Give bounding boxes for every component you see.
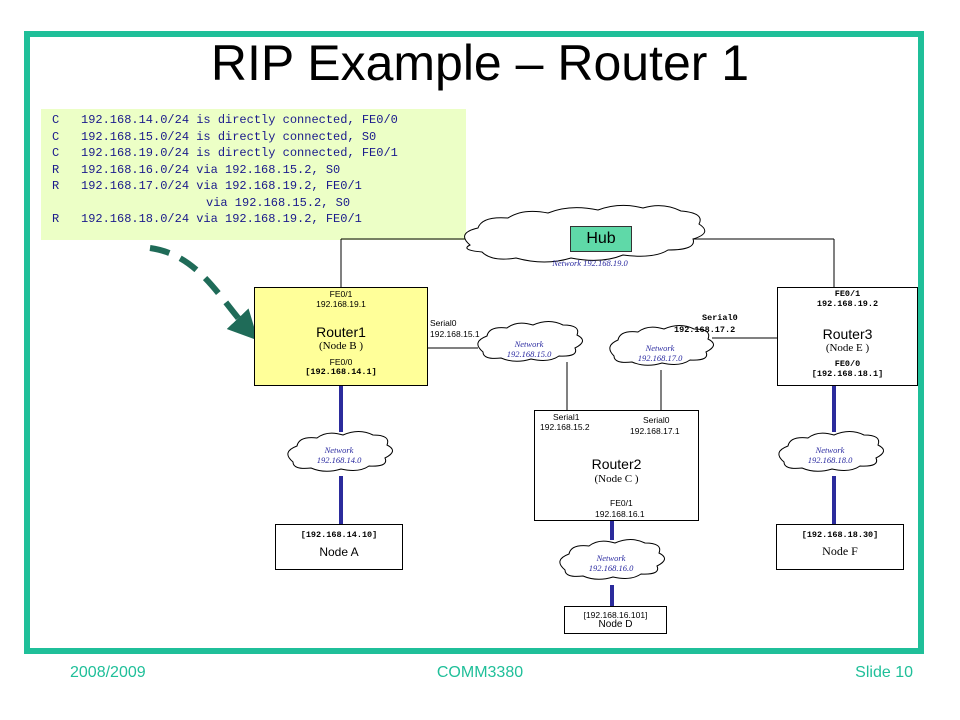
network-label: Network 192.168.15.0 xyxy=(506,339,552,359)
interface-label: FE0/0 xyxy=(834,359,861,369)
routing-row: C 192.168.19.0/24 is directly connected, … xyxy=(41,145,466,162)
routing-row: R 192.168.16.0/24 via 192.168.15.2, S0 xyxy=(41,162,466,179)
serial-label: Serial0 xyxy=(430,318,457,328)
route-text: 192.168.18.0/24 via 192.168.19.2, FE0/1 xyxy=(81,212,362,226)
route-code: C xyxy=(52,113,60,127)
route-code: R xyxy=(52,162,60,177)
slide-title: RIP Example – Router 1 xyxy=(210,35,750,91)
node-d-box: [192.168.16.101] Node D xyxy=(564,606,667,634)
footer-date: 2008/2009 xyxy=(70,664,146,681)
interface-label: FE0/1 xyxy=(329,289,353,299)
footer-course: COMM3380 xyxy=(436,664,524,681)
interface-label: FE0/0 xyxy=(329,357,353,367)
interface-label: Serial0 xyxy=(643,415,670,425)
node-label: (Node E ) xyxy=(825,342,870,354)
router-name: Router2 xyxy=(591,456,642,472)
route-code: R xyxy=(52,212,60,226)
route-text: 192.168.15.0/24 is directly connected, S… xyxy=(81,129,377,144)
node-name: Node D xyxy=(598,619,633,630)
hub-label: Hub xyxy=(570,226,632,252)
node-ip: [192.168.16.101] xyxy=(583,610,648,620)
interface-ip: [192.168.18.1] xyxy=(811,369,884,379)
node-a-box: [192.168.14.10] Node A xyxy=(275,524,403,570)
routing-row: R 192.168.17.0/24 via 192.168.19.2, FE0/1 xyxy=(41,178,466,195)
node-name: Node A xyxy=(319,545,359,559)
cloud-network-14 xyxy=(287,431,393,472)
node-ip: [192.168.14.10] xyxy=(300,530,378,540)
node-name: Node F xyxy=(822,544,858,558)
footer-slide-number: Slide 10 xyxy=(855,664,913,681)
routing-row: via 192.168.15.2, S0 xyxy=(41,195,466,212)
interface-label: Serial1 xyxy=(553,412,580,422)
cloud-network-15 xyxy=(477,321,583,362)
route-text: via 192.168.15.2, S0 xyxy=(206,195,351,210)
serial-label: Serial0 xyxy=(702,313,738,323)
network-label: Network 192.168.17.0 xyxy=(637,343,683,363)
node-label: (Node B ) xyxy=(319,340,363,352)
node-ip: [192.168.18.30] xyxy=(801,530,879,540)
interface-ip: 192.168.17.1 xyxy=(630,426,680,436)
serial-ip: 192.168.15.1 xyxy=(430,329,480,339)
interface-ip: 192.168.15.2 xyxy=(540,422,590,432)
routing-row: C 192.168.15.0/24 is directly connected, … xyxy=(41,129,466,146)
routing-table: C 192.168.14.0/24 is directly connected, … xyxy=(41,109,466,240)
router-name: Router1 xyxy=(316,324,366,340)
router2-box: Serial1 192.168.15.2 Serial0 192.168.17.… xyxy=(534,410,699,521)
route-code: C xyxy=(52,129,60,144)
route-text: 192.168.16.0/24 via 192.168.15.2, S0 xyxy=(81,162,341,177)
interface-label: FE0/1 xyxy=(610,498,633,508)
cloud-network-17 xyxy=(609,325,714,366)
serial-ip: 192.168.17.2 xyxy=(674,325,736,335)
route-text: 192.168.14.0/24 is directly connected, F… xyxy=(81,113,398,127)
slide-frame xyxy=(24,31,924,654)
cloud-network-16 xyxy=(559,539,665,580)
router1-box: FE0/1 192.168.19.1 Router1 (Node B ) FE0… xyxy=(254,287,428,386)
route-code: C xyxy=(52,146,60,160)
interface-ip: 192.168.19.1 xyxy=(316,299,366,309)
interface-ip: [192.168.14.1] xyxy=(305,367,377,377)
dashed-arrow xyxy=(149,245,259,341)
network-label: Network 192.168.19.0 xyxy=(552,258,628,268)
network-label: Network 192.168.16.0 xyxy=(588,553,634,573)
network-label: Network 192.168.14.0 xyxy=(316,445,362,465)
node-label: (Node C ) xyxy=(594,473,639,485)
router-name: Router3 xyxy=(822,326,873,342)
routing-row: C 192.168.14.0/24 is directly connected, … xyxy=(41,112,466,129)
interface-ip: 192.168.19.2 xyxy=(816,299,879,309)
network-label: Network 192.168.18.0 xyxy=(807,445,853,465)
interface-label: FE0/1 xyxy=(834,289,861,299)
router3-box: FE0/1 192.168.19.2 Router3 (Node E ) FE0… xyxy=(777,287,918,386)
cloud-network-18 xyxy=(778,431,884,472)
routing-row: R 192.168.18.0/24 via 192.168.19.2, FE0/1 xyxy=(41,211,466,228)
route-code: R xyxy=(52,179,60,193)
route-text: 192.168.19.0/24 is directly connected, F… xyxy=(81,146,398,160)
route-text: 192.168.17.0/24 via 192.168.19.2, FE0/1 xyxy=(81,179,362,193)
node-f-box: [192.168.18.30] Node F xyxy=(776,524,904,570)
interface-ip: 192.168.16.1 xyxy=(595,509,645,519)
